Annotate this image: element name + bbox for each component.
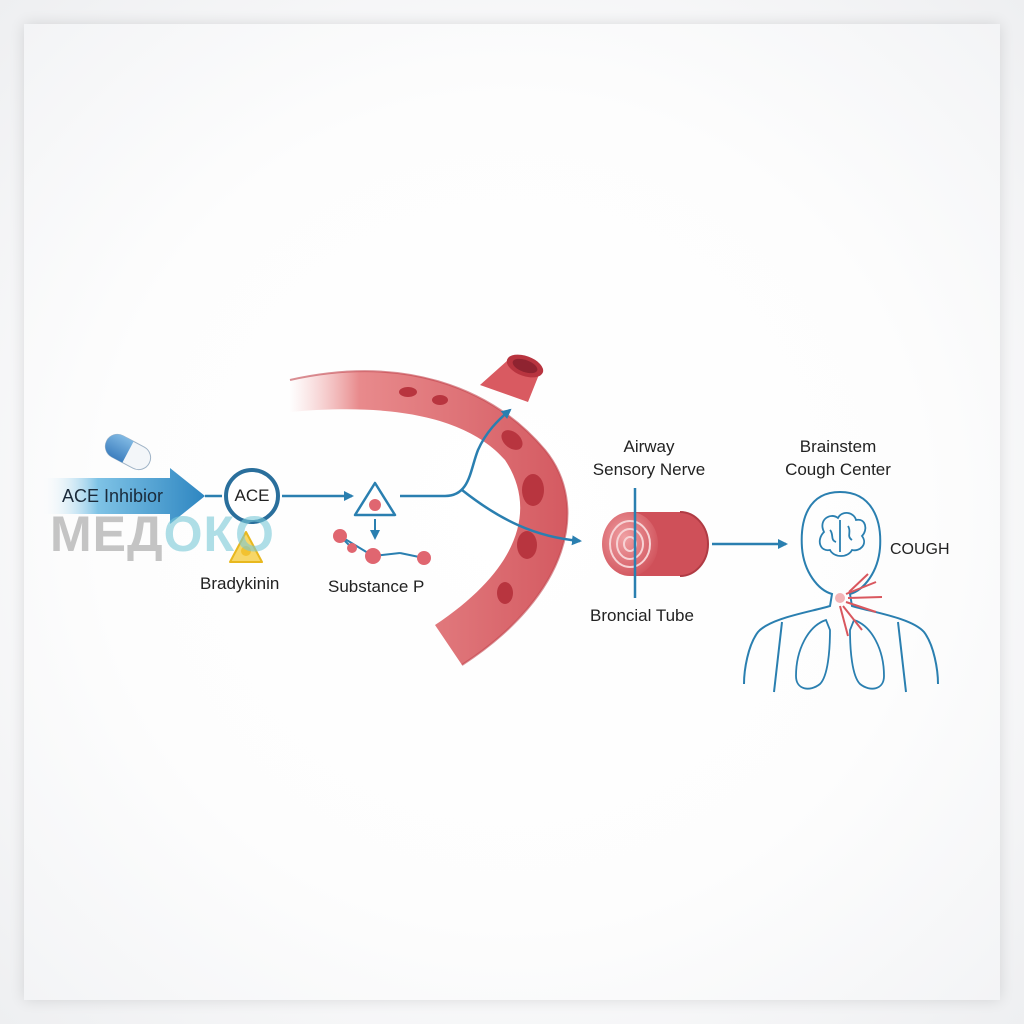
cough-burst-icon <box>835 573 883 637</box>
pill-icon <box>104 433 152 471</box>
substance-triangle-icon <box>353 481 397 540</box>
airway-nerve-line2: Sensory Nerve <box>592 460 706 479</box>
human-outline <box>743 491 939 693</box>
brain-icon <box>818 512 867 557</box>
cough-label: COUGH <box>890 541 950 558</box>
ace-inhibitor-arrow <box>40 468 205 524</box>
brainstem-line2: Cough Center <box>785 460 891 479</box>
airway-nerve-line1: Airway <box>623 437 675 456</box>
airway-nerve-label: Airway Sensory Nerve <box>575 435 723 481</box>
bronchial-tube-label: Broncial Tube <box>590 606 694 625</box>
molecule-icon <box>333 529 431 565</box>
warning-triangle-icon <box>229 531 263 563</box>
ace-circle <box>224 468 280 524</box>
nerve-path-to-tube <box>461 489 582 546</box>
watermark: МЕДОКО <box>50 505 275 563</box>
lungs-icon <box>795 618 885 690</box>
brainstem-label: Brainstem Cough Center <box>768 435 908 481</box>
brainstem-line1: Brainstem <box>799 437 877 456</box>
ace-inhibitor-label: ACE Inhibior <box>62 486 164 506</box>
blood-vessel <box>289 354 569 666</box>
nerve-path-up <box>400 408 512 498</box>
bronchial-tube <box>602 511 709 577</box>
watermark-part2: ОКО <box>163 506 275 562</box>
diagram-frame <box>24 24 1000 1000</box>
watermark-part1: МЕД <box>50 506 164 562</box>
bradykinin-label: Bradykinin <box>200 574 280 593</box>
ace-label: ACE <box>234 486 270 505</box>
substance-p-label: Substance P <box>328 577 425 596</box>
